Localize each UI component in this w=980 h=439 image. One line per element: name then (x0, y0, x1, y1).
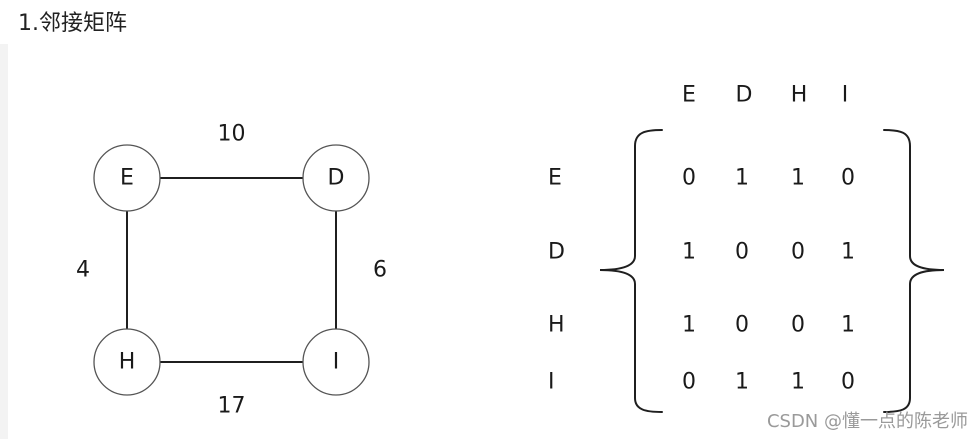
matrix-cell: 1 (735, 166, 749, 191)
matrix-row-label: D (548, 240, 565, 265)
graph-node-label: E (120, 166, 134, 191)
graph-node-circle (302, 328, 370, 396)
matrix-cell: 1 (735, 370, 749, 395)
matrix-cell: 1 (841, 313, 855, 338)
matrix-right-brace (883, 129, 945, 413)
matrix-cell: 0 (682, 370, 696, 395)
graph-node: I (302, 328, 370, 396)
graph-node: D (302, 144, 370, 212)
matrix-row-label: E (548, 166, 562, 191)
section-heading: 1.邻接矩阵 (18, 11, 127, 36)
matrix-cell: 1 (791, 166, 805, 191)
edge-weight-label: 4 (76, 258, 90, 283)
graph-node: E (93, 144, 161, 212)
matrix-row-label: H (548, 313, 565, 338)
matrix-cell: 1 (791, 370, 805, 395)
graph: 10 4 6 17 E D H I (76, 122, 387, 419)
matrix-cell: 1 (841, 240, 855, 265)
matrix-cell: 0 (735, 240, 749, 265)
matrix-column-header: H (791, 83, 808, 108)
edge-weight-label: 10 (218, 122, 246, 147)
matrix-column-header: I (842, 83, 849, 108)
graph-node-circle (93, 144, 161, 212)
matrix-cell: 0 (682, 166, 696, 191)
graph-node-circle (302, 144, 370, 212)
edge-weight-label: 6 (373, 258, 387, 283)
graph-node-label: H (119, 350, 136, 375)
graph-node-label: I (333, 350, 340, 375)
matrix-cell: 1 (682, 240, 696, 265)
matrix-cell: 0 (791, 313, 805, 338)
watermark: CSDN @懂一点的陈老师 (766, 411, 968, 432)
matrix-cell: 0 (735, 313, 749, 338)
matrix-column-header: E (682, 83, 696, 108)
matrix-column-header: D (736, 83, 753, 108)
matrix-cell: 1 (682, 313, 696, 338)
matrix-row-label: I (548, 370, 555, 395)
graph-node: H (93, 328, 161, 396)
left-margin-strip (0, 44, 8, 439)
matrix-cell: 0 (791, 240, 805, 265)
matrix-cell: 0 (841, 166, 855, 191)
graph-node-label: D (328, 166, 345, 191)
matrix-left-brace (599, 129, 663, 413)
graph-node-circle (93, 328, 161, 396)
matrix-cell: 0 (841, 370, 855, 395)
edge-weight-label: 17 (218, 394, 246, 419)
